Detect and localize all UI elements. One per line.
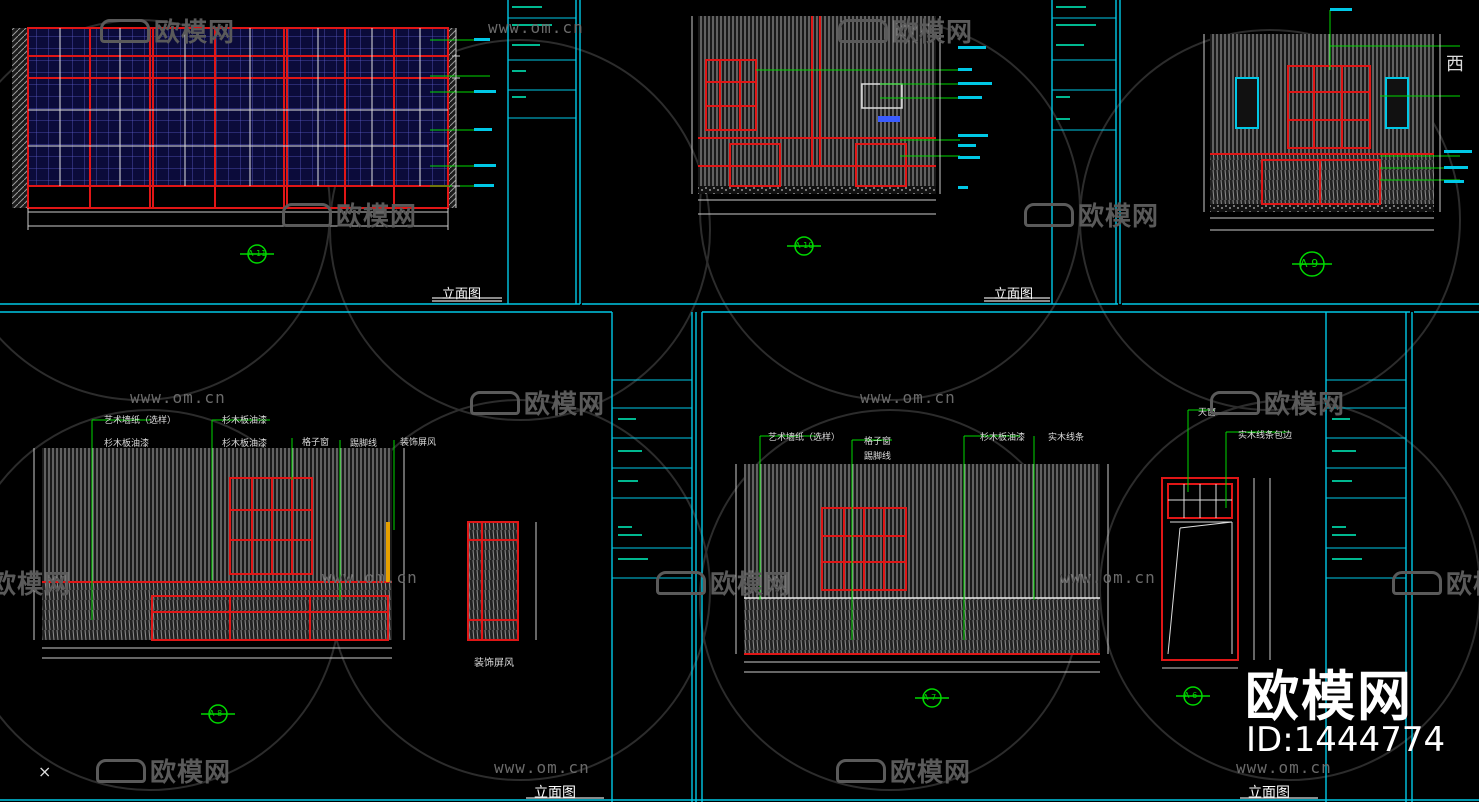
elevation-a8	[42, 419, 519, 659]
elevation-tag-circles	[201, 236, 1332, 724]
elevation-a9	[1210, 8, 1472, 231]
title-block-text-marks	[512, 6, 1362, 560]
title-underlines	[432, 297, 1318, 799]
dimension-lines	[33, 16, 1441, 660]
title-block-rows	[508, 17, 1406, 579]
elevation-a6	[1161, 409, 1290, 669]
elevation-a7	[744, 435, 1100, 673]
elevation-a10	[698, 16, 992, 215]
elevation-a11	[12, 27, 496, 230]
